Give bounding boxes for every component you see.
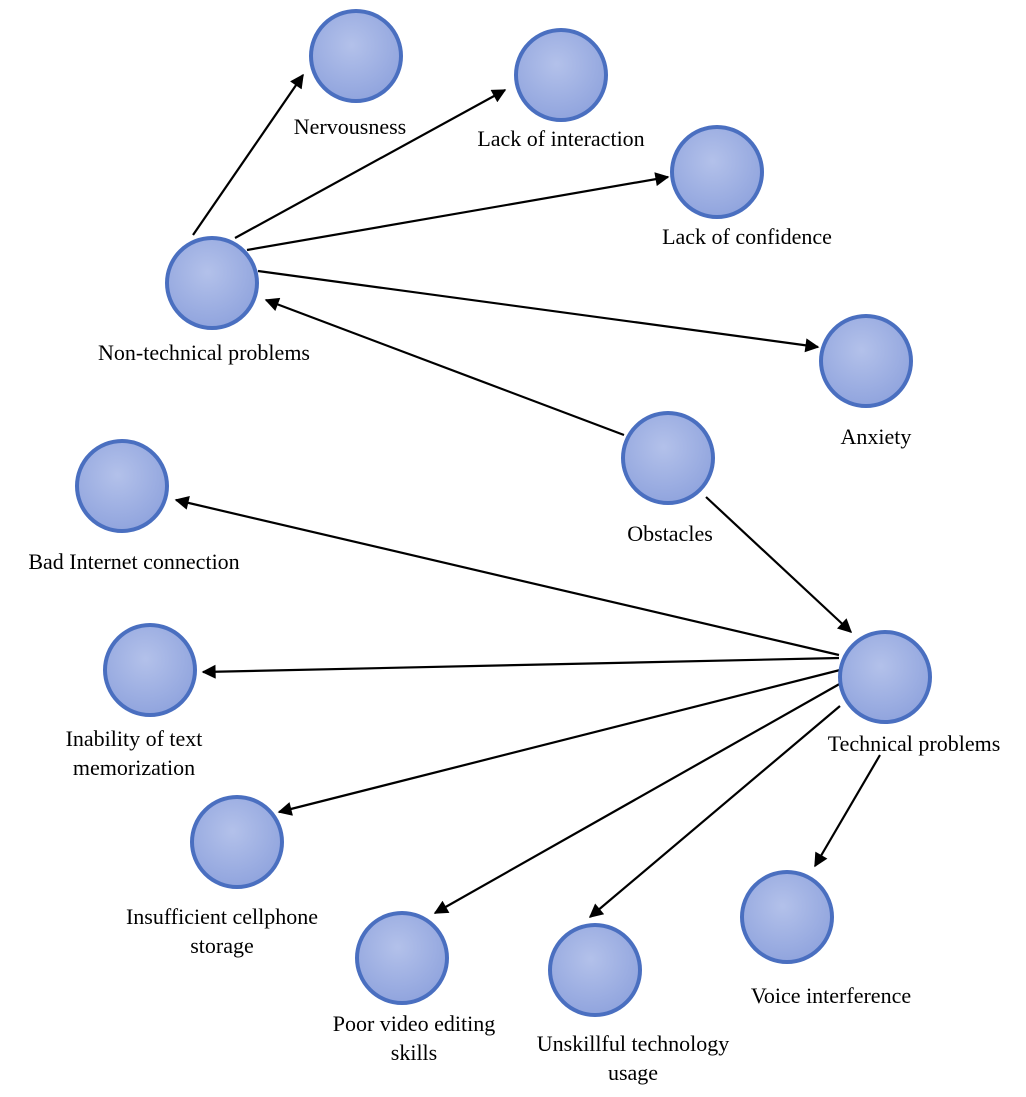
node-label-poor-video-editing-skills-line-2: skills [391, 1040, 437, 1065]
node-inability-of-text-memorization [103, 623, 197, 717]
edge-technical-problems-to-insufficient-cellphone-storage [277, 668, 841, 816]
node-nervousness [309, 9, 403, 103]
edge-non-technical-problems-to-nervousness [192, 73, 304, 236]
node-lack-of-interaction [514, 28, 608, 122]
edge-obstacles-to-non-technical-problems [264, 297, 625, 437]
node-label-unskillful-technology-usage-line-1: Unskillful technology [537, 1031, 729, 1056]
node-technical-problems [838, 630, 932, 724]
node-label-lack-of-confidence: Lack of confidence [662, 224, 832, 249]
node-label-unskillful-technology-usage-line-2: usage [608, 1060, 658, 1085]
node-label-insufficient-cellphone-storage-line-1: Insufficient cellphone [126, 904, 318, 929]
nodes-layer [75, 9, 932, 1017]
node-label-insufficient-cellphone-storage-line-2: storage [190, 933, 254, 958]
edge-obstacles-to-technical-problems [705, 496, 853, 633]
node-lack-of-confidence [670, 125, 764, 219]
edges-layer [174, 73, 881, 918]
node-label-anxiety: Anxiety [841, 424, 912, 449]
node-insufficient-cellphone-storage [190, 795, 284, 889]
node-poor-video-editing-skills [355, 911, 449, 1005]
node-label-bad-internet-connection: Bad Internet connection [28, 549, 239, 574]
node-voice-interference [740, 870, 834, 964]
node-unskillful-technology-usage [548, 923, 642, 1017]
edge-non-technical-problems-to-lack-of-confidence [246, 172, 670, 252]
node-label-lack-of-interaction: Lack of interaction [477, 126, 644, 151]
node-non-technical-problems [165, 236, 259, 330]
node-label-non-technical-problems: Non-technical problems [98, 340, 310, 365]
edge-technical-problems-to-voice-interference [814, 754, 881, 868]
edge-technical-problems-to-bad-internet-connection [174, 496, 840, 657]
node-label-technical-problems: Technical problems [828, 731, 1001, 756]
node-label-inability-of-text-memorization-line-2: memorization [73, 755, 195, 780]
edge-non-technical-problems-to-anxiety [257, 269, 820, 353]
node-anxiety [819, 314, 913, 408]
node-label-inability-of-text-memorization-line-1: Inability of text [66, 726, 203, 751]
node-label-nervousness: Nervousness [294, 114, 406, 139]
node-obstacles [621, 411, 715, 505]
node-bad-internet-connection [75, 439, 169, 533]
node-label-voice-interference: Voice interference [751, 983, 911, 1008]
node-label-obstacles: Obstacles [627, 521, 713, 546]
edge-technical-problems-to-poor-video-editing-skills [433, 681, 844, 914]
node-label-poor-video-editing-skills-line-1: Poor video editing [333, 1011, 496, 1036]
edge-technical-problems-to-inability-of-text-memorization [201, 656, 840, 679]
edge-technical-problems-to-unskillful-technology-usage [588, 705, 841, 918]
edge-non-technical-problems-to-lack-of-interaction [234, 89, 507, 239]
